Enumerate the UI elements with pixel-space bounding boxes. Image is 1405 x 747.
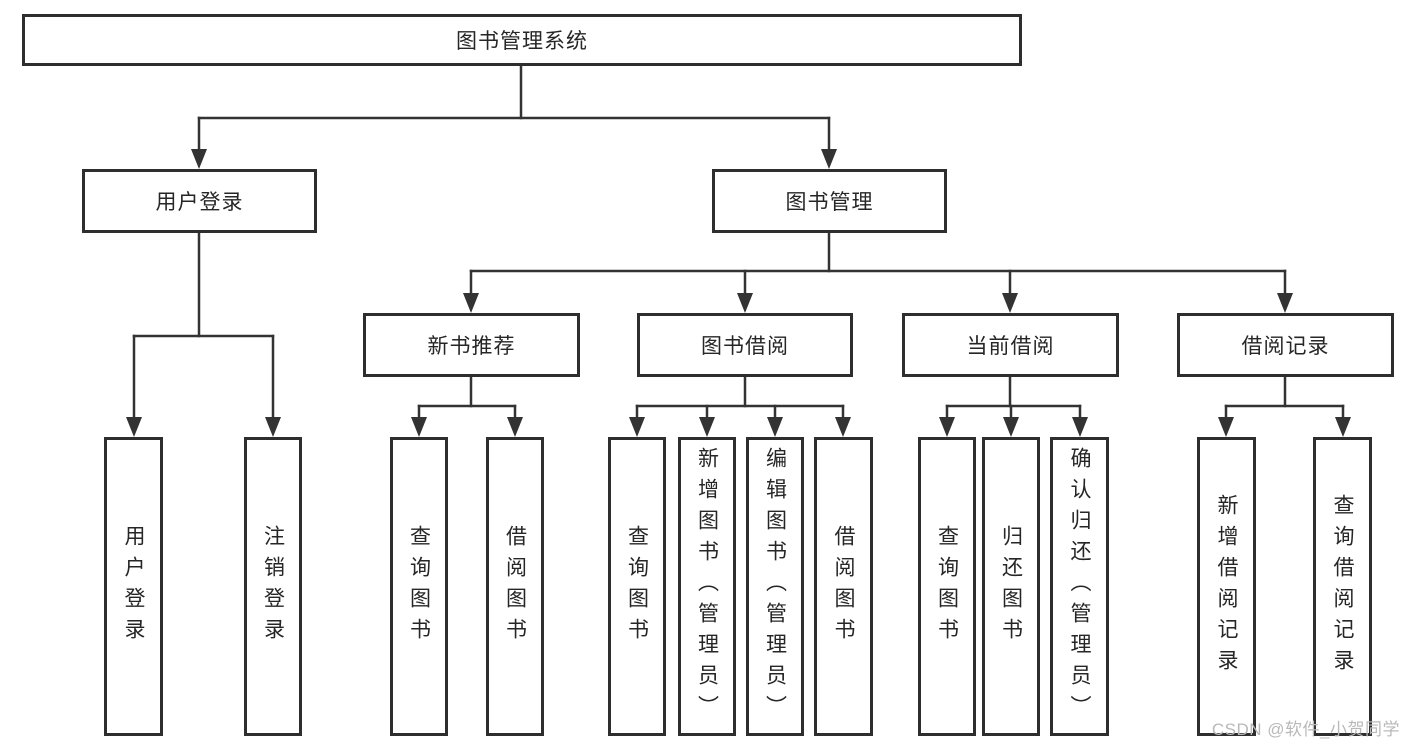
node-label: 确认归还（管理员） [1068,447,1091,726]
node-borrow-books-recommend: 借阅图书 [486,437,544,736]
node-label: 编辑图书（管理员） [763,447,787,726]
node-system-root: 图书管理系统 [22,14,1022,66]
node-query-books-borrowing: 查询图书 [608,437,666,736]
node-query-books-recommend: 查询图书 [390,437,448,736]
node-book-management: 图书管理 [712,169,947,233]
node-label: 查询图书 [625,524,649,649]
node-user-login: 用户登录 [82,169,317,233]
node-label: 新增图书（管理员） [695,447,719,726]
node-add-borrow-record: 新增借阅记录 [1197,437,1256,736]
node-label: 查询借阅记录 [1331,493,1354,680]
node-label: 借阅图书 [503,524,527,649]
node-query-borrow-record: 查询借阅记录 [1313,437,1372,736]
node-book-borrowing: 图书借阅 [637,313,853,377]
node-label: 用户登录 [122,524,145,649]
node-borrow-books-borrowing: 借阅图书 [814,437,873,736]
node-borrowing-records: 借阅记录 [1177,313,1394,377]
node-add-book-admin: 新增图书（管理员） [678,437,736,736]
node-confirm-return-admin: 确认归还（管理员） [1050,437,1109,736]
csdn-watermark: CSDN @软件_小贺同学 [1211,720,1400,739]
node-label: 新增借阅记录 [1215,493,1238,680]
node-edit-book-admin: 编辑图书（管理员） [746,437,804,736]
node-query-books-current: 查询图书 [918,437,976,736]
node-label: 查询图书 [407,524,431,649]
node-new-book-recommend: 新书推荐 [363,313,580,377]
node-current-borrowing: 当前借阅 [902,313,1119,377]
node-label: 借阅图书 [832,524,855,649]
node-label: 注销登录 [261,524,285,649]
node-label: 查询图书 [935,524,959,649]
node-label: 归还图书 [999,524,1023,649]
node-logout: 注销登录 [244,437,302,736]
node-return-books: 归还图书 [982,437,1040,736]
node-user-login-leaf: 用户登录 [104,437,163,736]
